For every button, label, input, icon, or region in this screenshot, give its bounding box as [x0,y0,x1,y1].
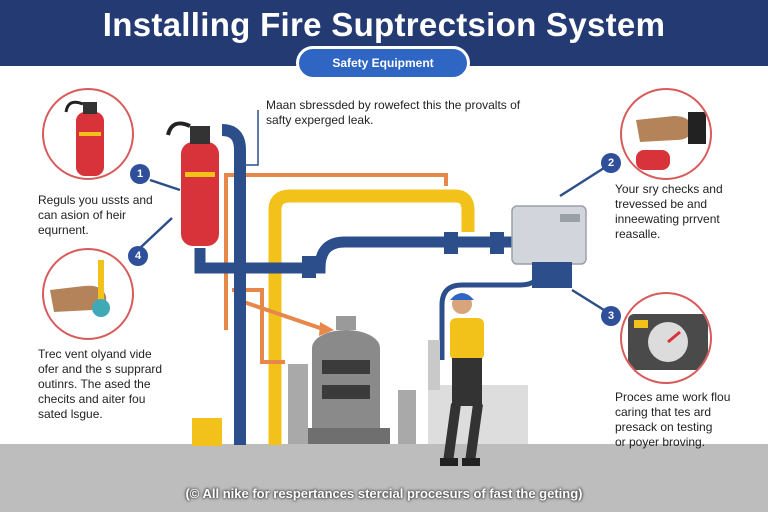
callout-line: checits and aiter fou [38,392,146,406]
worker-overalls [452,358,482,406]
step-number-1: 1 [130,164,150,184]
page-title: Installing Fire Suptrectsion System [102,6,666,43]
callout-top-center: Maan sbressded by rowefect this the prov… [266,98,520,128]
step-number-4: 4 [128,246,148,266]
callout-left-2: Trec vent olyand vide ofer and the s sup… [38,347,162,422]
arrow-1-line [149,178,181,192]
bench-leg [428,340,440,390]
callout-line: reasalle. [615,227,661,241]
callout-line: caring that tes ard [615,405,712,419]
panel-vent [560,214,580,222]
extinguisher-valve [190,126,210,144]
callout-line: can asion of heir [38,208,127,222]
orange-pipe-lower [232,288,285,364]
blue-pipe-vertical [221,124,246,445]
hand-icon [636,112,706,170]
circle-hand-tool [42,248,134,340]
callout-line: equrnent. [38,223,89,237]
callout-line: outinrs. The ased the [38,377,151,391]
tank-window [322,360,370,374]
step-number-3: 3 [601,306,621,326]
worker-boot [440,458,458,466]
callout-left-1: Reguls you ussts and can asion of heir e… [38,193,153,238]
arrow-3-line [571,288,605,312]
yellow-pipe [268,189,475,445]
safety-equipment-badge[interactable]: Safety Equipment [296,46,470,80]
callout-line: or poyer broving. [615,435,706,449]
arrow-2-line [559,166,605,198]
footer-caption: (© All nike for respertances stercial pr… [185,486,583,501]
extinguisher-band [185,172,215,177]
pipe-flange [444,232,458,254]
hard-hat-icon [450,293,474,300]
floor [0,444,768,512]
callout-line: sated lsgue. [38,407,103,421]
callout-line: Your sry checks and [615,182,723,196]
pressure-gauge-icon [628,314,708,370]
callout-right-1: Your sry checks and trevessed be and inn… [615,182,723,242]
callout-line: inneewating prrvent [615,212,720,226]
tank-window [322,385,370,399]
circle-hand-panel [620,88,712,180]
circle-gauge [620,292,712,384]
callout-line: Reguls you ussts and [38,193,153,207]
concrete-post [288,364,308,444]
concrete-post [398,390,416,444]
callout-right-2: Proces ame work flou caring that tes ard… [615,390,730,450]
callout-line: trevessed be and [615,197,708,211]
callout-line: presack on testing [615,420,713,434]
panel-connector [532,262,572,288]
flow-arrow-icon [319,322,334,336]
pipe-flange [490,232,504,254]
extinguisher-hose [166,121,191,136]
arrow-4-line [139,217,173,249]
circle-extinguisher [42,88,134,180]
fire-extinguisher-icon [181,142,219,246]
orange-pipe-link [237,298,321,330]
step-number-2: 2 [601,153,621,173]
tank-base [302,428,390,444]
fire-extinguisher-icon [64,100,104,176]
blue-pipe-main [194,236,515,274]
orange-pipe-upper [224,173,448,330]
worker-torso [450,318,484,360]
callout-line: Trec vent olyand vide [38,347,152,361]
callout-leader-line [244,110,259,166]
worker-legs [443,403,483,463]
tank-valve [336,316,356,330]
callout-line: Proces ame work flou [615,390,731,404]
worker-boot [462,458,480,466]
yellow-bucket [192,418,222,446]
callout-line: ofer and the s supprard [38,362,163,376]
callout-line: Maan sbressded by rowefect this the prov… [266,98,521,112]
hand-icon [50,260,110,317]
callout-line: safty experged leak. [266,113,374,127]
pipe-flange [302,256,316,278]
